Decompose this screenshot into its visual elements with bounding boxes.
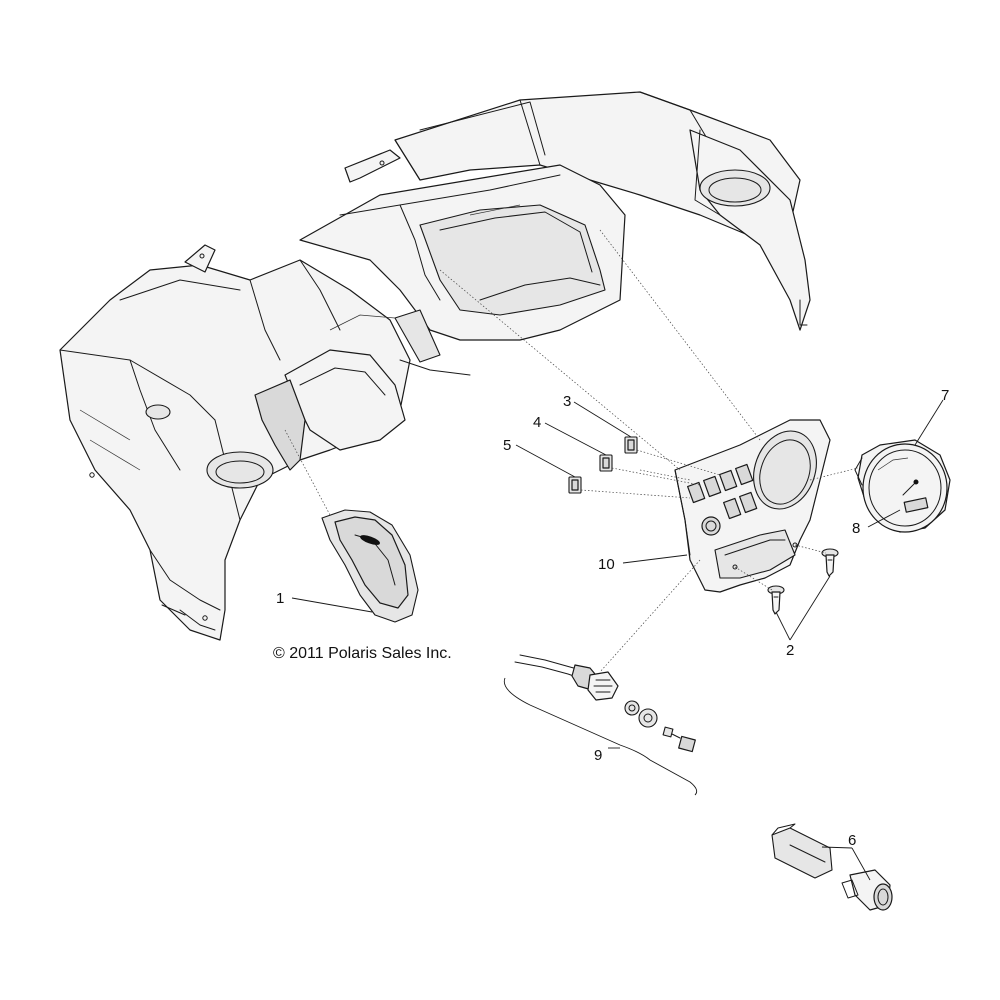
callout-7: 7 bbox=[941, 387, 949, 404]
part-6-accessory-outlet bbox=[771, 823, 893, 911]
copyright-notice: © 2011 Polaris Sales Inc. bbox=[273, 645, 452, 662]
part-3-plug bbox=[624, 436, 638, 454]
left-cup-holder bbox=[206, 451, 274, 489]
bezel-ignition-hole bbox=[701, 516, 721, 536]
callout-1: 1 bbox=[276, 590, 284, 607]
part-4-plug bbox=[599, 454, 613, 472]
callout-10: 10 bbox=[598, 556, 615, 573]
part-5-plug bbox=[568, 476, 582, 494]
grab-handle-slot bbox=[254, 379, 306, 471]
bezel-gauge-opening bbox=[753, 430, 817, 510]
callout-6: 6 bbox=[848, 832, 856, 849]
dash-vent bbox=[394, 309, 441, 363]
dashboard-body bbox=[59, 91, 811, 641]
callout-2: 2 bbox=[786, 642, 794, 659]
part-8-gauge-face bbox=[902, 479, 929, 513]
part-9-ignition-switch bbox=[503, 654, 698, 796]
left-small-cup-holder bbox=[145, 404, 171, 420]
callout-4: 4 bbox=[533, 414, 541, 431]
bezel-lower-pocket bbox=[714, 529, 796, 579]
part-10-bezel bbox=[674, 419, 831, 593]
display-opening bbox=[419, 204, 606, 316]
callout-3: 3 bbox=[563, 393, 571, 410]
ignition-key bbox=[662, 726, 696, 753]
part-1-liner bbox=[321, 509, 419, 623]
callout-8: 8 bbox=[852, 520, 860, 537]
callout-9: 9 bbox=[594, 747, 602, 764]
part-2-rivet-a bbox=[821, 548, 839, 577]
right-cup-holder bbox=[699, 169, 771, 207]
part-7-gauge bbox=[854, 439, 951, 533]
part-2-rivet-b bbox=[767, 585, 785, 615]
bezel-switch-slots bbox=[687, 463, 758, 520]
callout-leaders bbox=[291, 399, 944, 881]
callout-5: 5 bbox=[503, 437, 511, 454]
